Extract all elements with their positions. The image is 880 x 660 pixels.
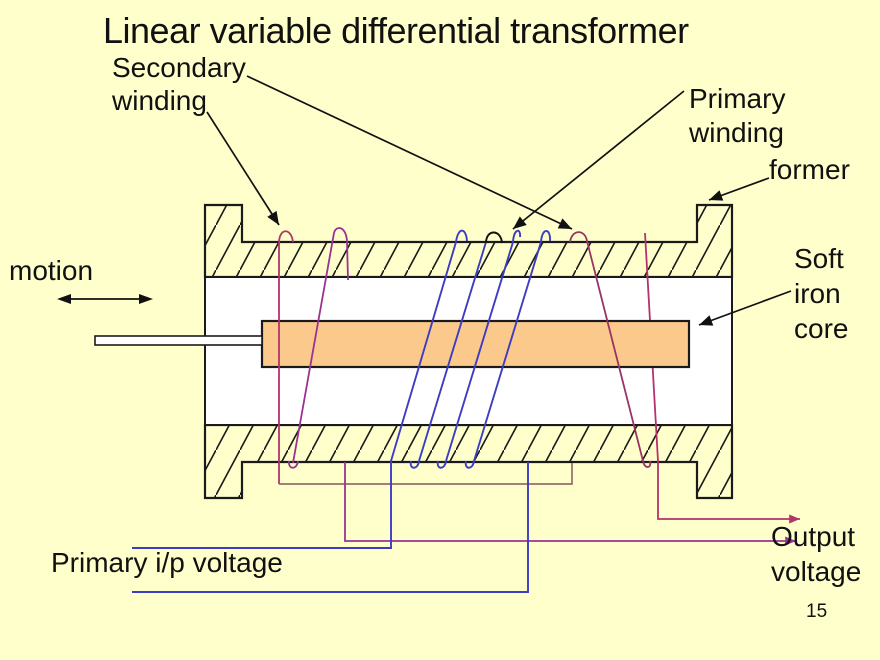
secondary-left-lead-wire — [344, 462, 796, 546]
label-primary-winding: Primary winding — [689, 83, 786, 149]
label-former: former — [769, 154, 850, 185]
label-primary-input-voltage: Primary i/p voltage — [51, 547, 283, 578]
soft-iron-core-pointer — [698, 290, 792, 326]
pointer-arrows — [68, 75, 792, 326]
secondary-left-pointer — [206, 111, 280, 226]
motion-arrowhead-right — [139, 294, 153, 304]
motion-arrowhead-left — [57, 294, 71, 304]
label-output-voltage: Output voltage — [771, 521, 862, 587]
secondary-right-pointer — [246, 75, 573, 230]
primary-winding-black-arc — [485, 231, 503, 244]
soft-iron-core — [260, 319, 691, 369]
label-soft-iron-core: Soft iron core — [794, 243, 849, 344]
push-rod — [94, 335, 263, 346]
former-top-body — [203, 203, 734, 279]
label-secondary-winding: Secondary winding — [112, 52, 246, 117]
page-number: 15 — [806, 601, 828, 622]
slide-title: Linear variable differential transformer — [103, 10, 689, 51]
secondary-winding-right — [569, 231, 652, 468]
primary-winding-coil — [132, 229, 551, 593]
primary-pointer — [512, 90, 685, 230]
former-pointer — [708, 177, 770, 201]
secondary-winding-left — [278, 227, 349, 484]
secondary-series-link-wire — [279, 463, 573, 485]
former-bottom-body — [203, 423, 734, 500]
label-motion: motion — [9, 255, 94, 286]
